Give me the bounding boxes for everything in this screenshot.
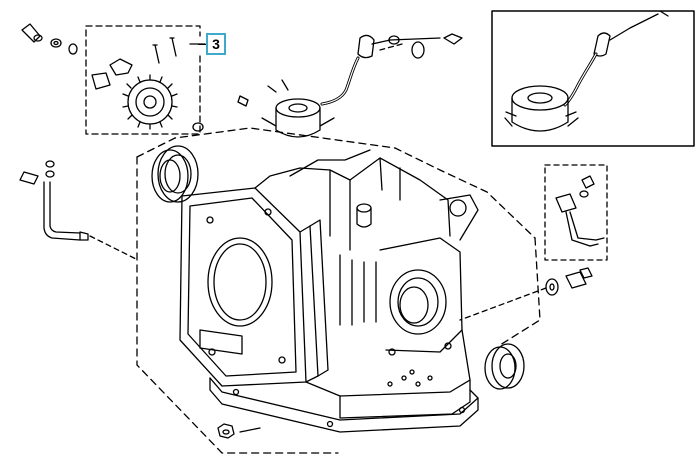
crankcase-dashed-outline	[136, 127, 541, 454]
inset-detail-box	[491, 10, 695, 147]
oil-filler-rod	[19, 160, 89, 241]
ignition-coil	[237, 33, 463, 138]
part-callout-3[interactable]: 3	[206, 33, 226, 55]
governor-group-dashed-box	[85, 25, 201, 135]
leader-dashes	[89, 43, 547, 321]
oil-seal-right	[484, 343, 525, 390]
bottom-nut	[217, 423, 261, 439]
crankcase-block	[179, 149, 479, 433]
drain-plug	[545, 267, 593, 296]
governor-gear	[91, 37, 204, 132]
oil-level-sensor	[555, 175, 605, 247]
bolt-part	[21, 23, 78, 55]
oil-sensor-group-dashed-box	[544, 164, 608, 261]
oil-seal-left	[151, 145, 199, 203]
callout-leader	[198, 44, 206, 45]
callout-number: 3	[212, 36, 220, 52]
